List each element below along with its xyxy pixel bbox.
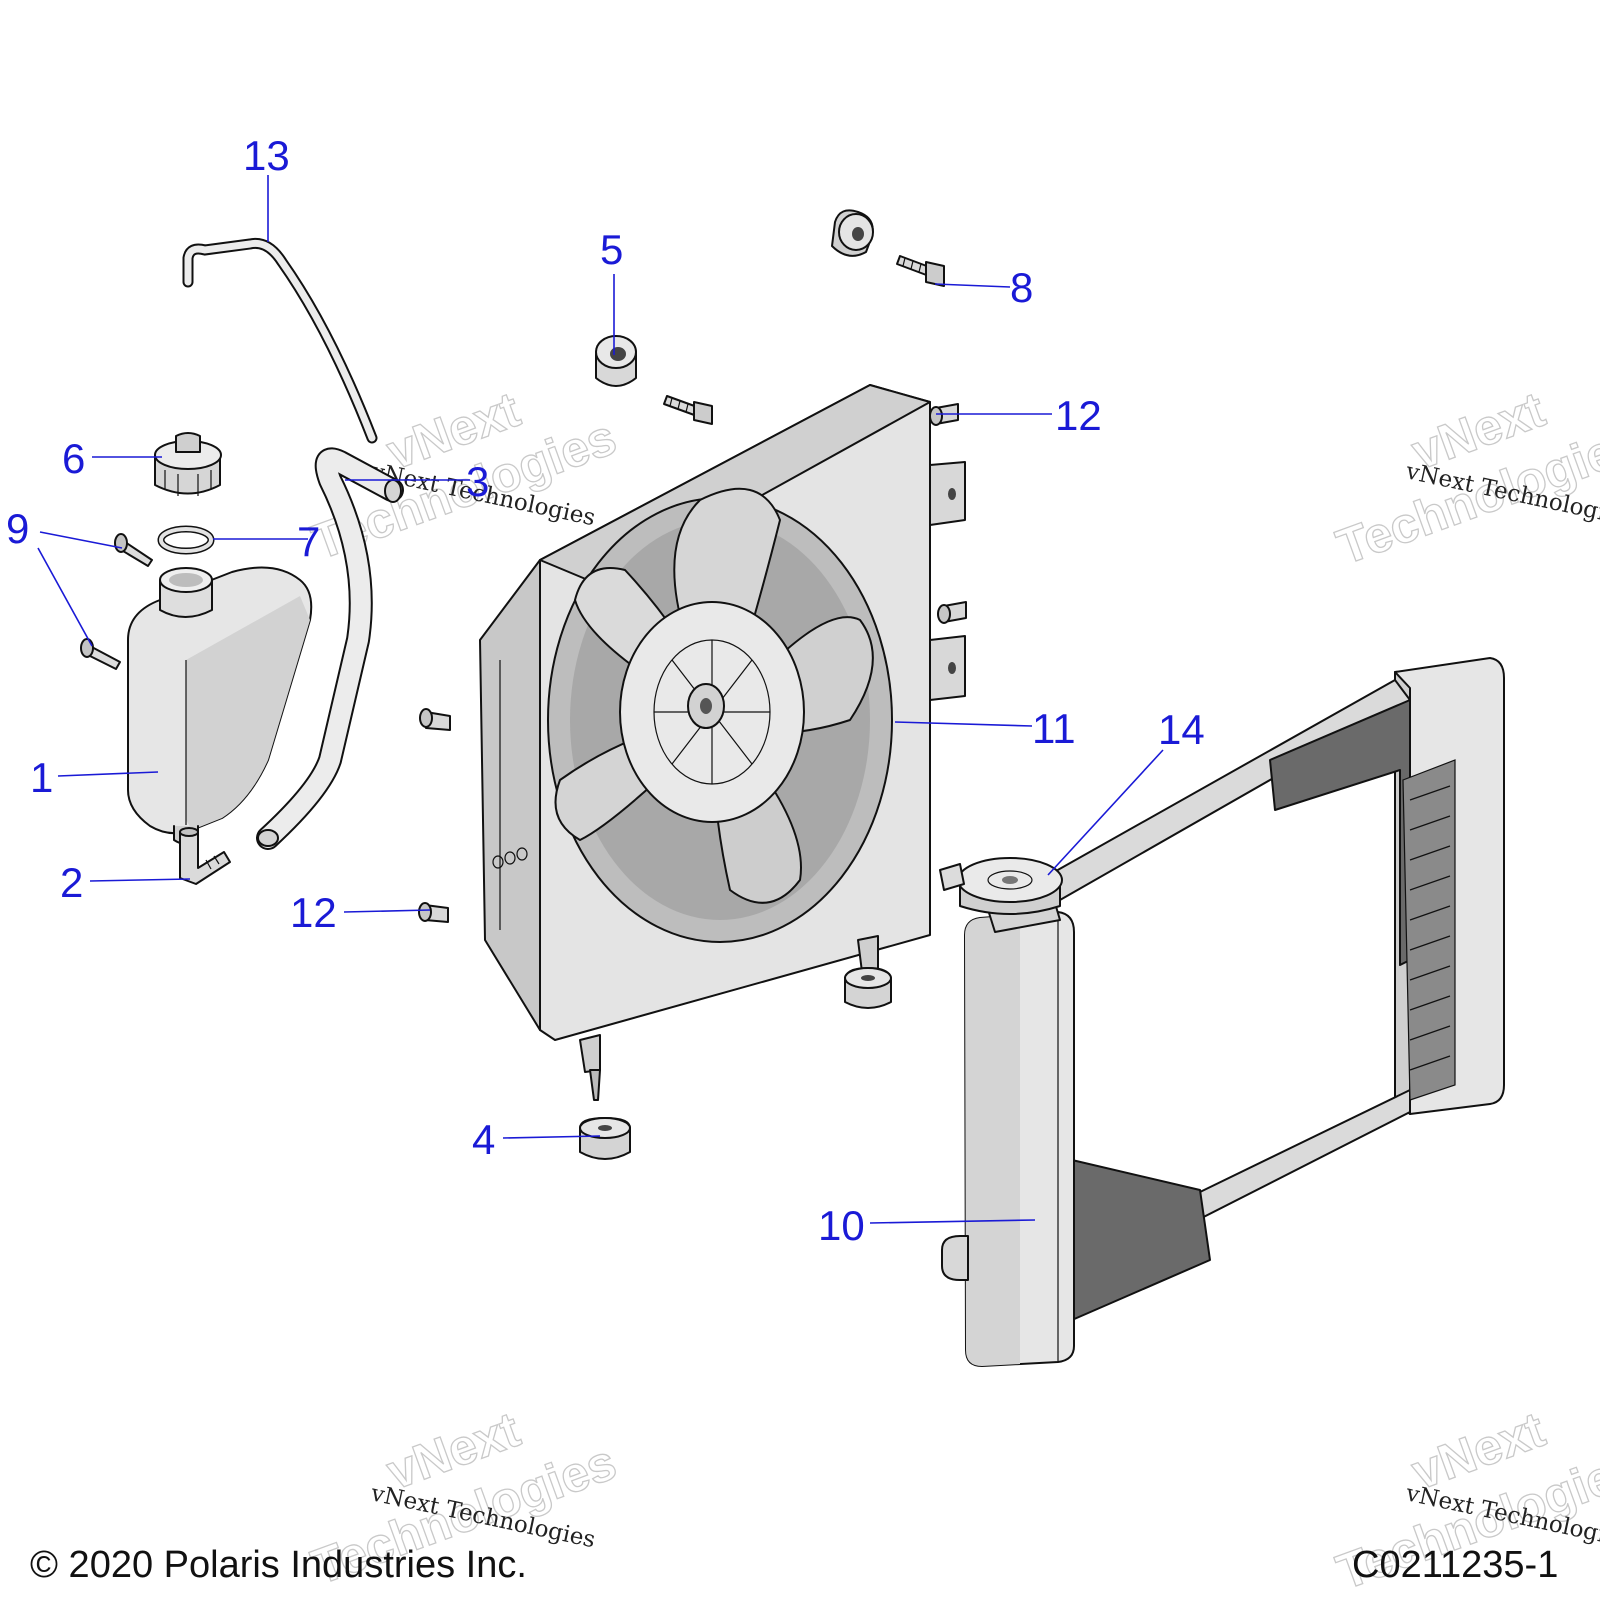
copyright-text: © 2020 Polaris Industries Inc. [30, 1544, 527, 1586]
radiator-cap-part [939, 857, 1063, 915]
grommet-lower-part [579, 1117, 631, 1160]
screw-upper-part [114, 533, 153, 567]
callout-13: 13 [243, 132, 290, 179]
stud-mid-part [937, 601, 967, 624]
leader-9a [39, 531, 123, 549]
callout-5: 5 [600, 226, 623, 273]
overflow-hose-part [182, 237, 378, 444]
gasket-part [157, 525, 215, 555]
callout-7: 7 [297, 518, 320, 565]
callout-9: 9 [6, 505, 29, 552]
callout-6: 6 [62, 435, 85, 482]
leader-14 [1047, 749, 1164, 876]
grommet-center-part [844, 967, 892, 1009]
fan-shroud-part [479, 384, 966, 1101]
callout-12-top: 12 [1055, 392, 1102, 439]
fan-bolt-upper-part [663, 395, 713, 425]
reservoir-cap-part [154, 432, 222, 496]
diagram-code: C0211235-1 [1352, 1544, 1558, 1586]
stud-bottom-part [418, 902, 449, 923]
callout-14: 14 [1158, 706, 1205, 753]
leader-9b [37, 547, 93, 647]
grommet-top-part [831, 209, 874, 257]
callout-8: 8 [1010, 264, 1033, 311]
leader-4 [502, 1135, 601, 1139]
radiator-hose-part [256, 447, 404, 850]
stud-left-part [419, 708, 451, 731]
grommet-upper-part [595, 335, 637, 387]
leader-12b [343, 909, 431, 913]
callout-12-bottom: 12 [290, 889, 337, 936]
leader-10 [869, 1219, 1036, 1224]
leader-11 [894, 721, 1033, 727]
coolant-reservoir-part [127, 566, 313, 845]
callout-10: 10 [818, 1202, 865, 1249]
leader-1 [57, 771, 159, 777]
leader-8 [934, 283, 1011, 288]
elbow-fitting-part [179, 827, 231, 885]
watermark-top-right: vNext Technologies vNext Technologies [1329, 380, 1600, 576]
leader-lines [37, 175, 1164, 1224]
callout-2: 2 [60, 859, 83, 906]
callout-4: 4 [472, 1116, 495, 1163]
leader-2 [89, 878, 191, 882]
bolt-top-part [896, 255, 945, 287]
callout-1: 1 [30, 754, 53, 801]
screw-lower-part [80, 638, 121, 670]
callout-3: 3 [466, 458, 489, 505]
radiator-part [941, 657, 1505, 1367]
callout-11: 11 [1032, 705, 1076, 752]
